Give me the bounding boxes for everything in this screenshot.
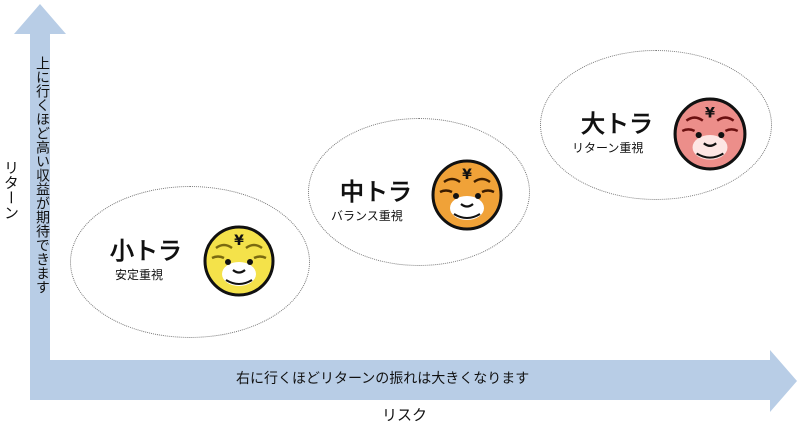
- x-axis-title: リスク: [382, 406, 428, 424]
- x-axis-note: 右に行くほどリターンの振れは大きくなります: [236, 371, 530, 387]
- yen-mark-small: ¥: [234, 233, 244, 249]
- yen-mark-medium: ¥: [462, 167, 472, 183]
- tier-large-subtitle: リターン重視: [572, 141, 644, 155]
- tier-small-ellipse: [70, 186, 310, 338]
- tier-medium-ellipse: [308, 118, 530, 266]
- tiger-face-yellow-icon: ¥: [203, 225, 275, 297]
- tier-small-subtitle: 安定重視: [115, 268, 164, 282]
- tier-large-ellipse: [540, 50, 772, 200]
- y-axis-arrow: [14, 4, 797, 412]
- tiger-face-red-icon: ¥: [673, 97, 747, 171]
- y-axis-note: 上に行くほど高い収益が期待できます: [34, 56, 50, 294]
- y-axis-title: リターン: [2, 160, 20, 220]
- tiger-face-orange-icon: ¥: [431, 159, 503, 231]
- tier-medium-subtitle: バランス重視: [331, 209, 403, 223]
- tier-small-name: 小トラ: [110, 237, 182, 265]
- tier-large-name: 大トラ: [581, 110, 653, 138]
- tier-medium-name: 中トラ: [340, 178, 412, 206]
- yen-mark-large: ¥: [705, 106, 715, 122]
